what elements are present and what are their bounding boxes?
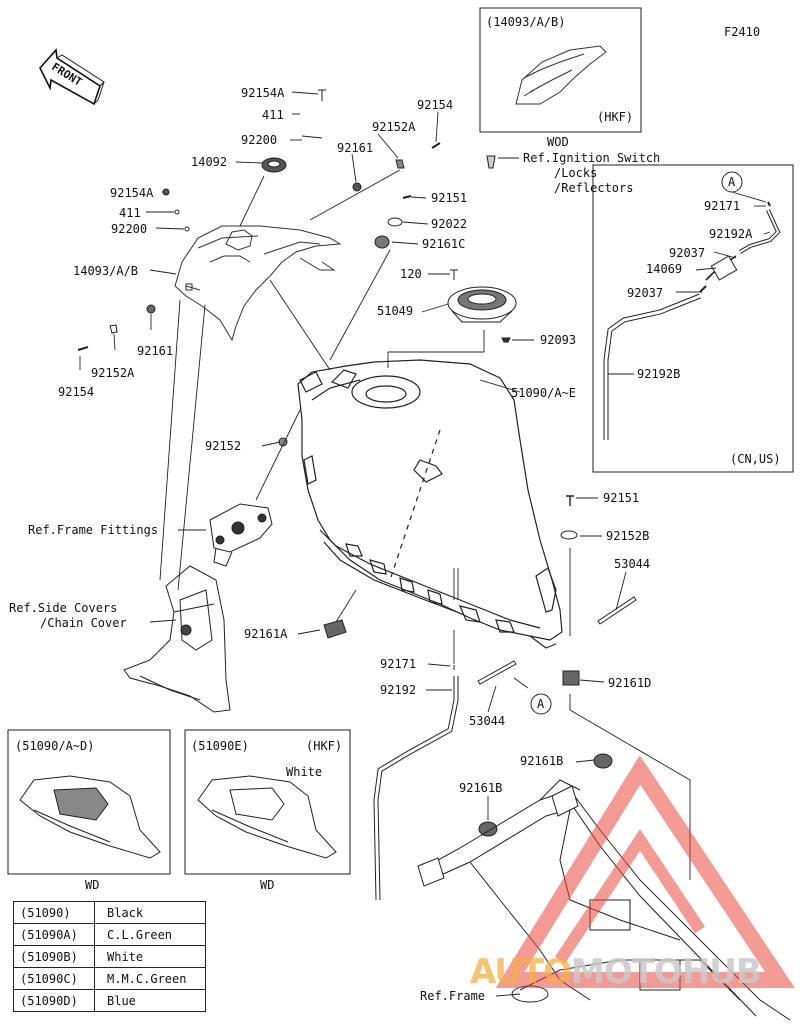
watermark-logo xyxy=(495,755,795,988)
fuel-tank-drawing xyxy=(297,359,563,649)
callout-92192a: 92192A xyxy=(709,227,753,241)
inset-cn-region: (CN,US) xyxy=(730,452,781,466)
marker-a-box-label: A xyxy=(728,175,736,189)
callout-92151-top: 92151 xyxy=(431,191,468,205)
callout-92171-mid: 92171 xyxy=(380,657,417,671)
color-row: (51090)Black xyxy=(13,901,206,924)
marker-a-circle xyxy=(530,693,552,715)
watermark-part-3: HUB xyxy=(681,952,762,992)
callout-92022: 92022 xyxy=(431,217,468,231)
breather-hose-drawing xyxy=(603,171,781,440)
color-code: (51090D) xyxy=(13,989,95,1012)
drain-hose-drawing xyxy=(373,676,459,901)
color-row: (51090B)White xyxy=(13,945,206,968)
color-name: C.L.Green xyxy=(94,923,206,946)
callout-92161d: 92161D xyxy=(608,676,652,690)
callout-92154-top: 92154 xyxy=(417,98,454,112)
callout-92152a-top: 92152A xyxy=(372,120,416,134)
color-table: (51090)Black (51090A)C.L.Green (51090B)W… xyxy=(13,901,206,1012)
callout-92200-left: 92200 xyxy=(111,222,148,236)
marker-a-mid-label: A xyxy=(537,697,545,711)
ref-locks: /Locks xyxy=(554,166,598,180)
fastener-drawings xyxy=(77,89,637,837)
callout-92152: 92152 xyxy=(205,439,242,453)
ref-frame-fittings: Ref.Frame Fittings xyxy=(28,523,159,537)
callout-14092: 14092 xyxy=(191,155,228,169)
callout-92152b: 92152B xyxy=(606,529,650,543)
tank-wd-drawing-left xyxy=(19,775,161,859)
inset-51090e-box xyxy=(184,729,351,875)
callout-92093: 92093 xyxy=(540,333,577,347)
callout-51090: 51090/A~E xyxy=(511,386,577,400)
callout-411-left: 411 xyxy=(119,206,141,220)
frame-fittings-drawing xyxy=(209,503,273,567)
ref-ignition-switch: Ref.Ignition Switch xyxy=(523,151,661,165)
inset-right-title: (51090E) xyxy=(191,739,249,753)
inset-51090-ad-box xyxy=(7,729,171,875)
tank-wd-drawing-right xyxy=(197,775,337,859)
color-name: M.M.C.Green xyxy=(94,967,206,990)
callout-92200-top: 92200 xyxy=(241,133,278,147)
inset-left-caption: WD xyxy=(85,878,100,892)
color-code: (51090B) xyxy=(13,945,95,968)
front-arrow-icon xyxy=(39,48,105,106)
inset-hkf-cover-box xyxy=(479,7,642,133)
inset-right-region: (HKF) xyxy=(306,739,343,753)
callout-411-top: 411 xyxy=(262,108,284,122)
callout-92161b-mid: 92161B xyxy=(459,781,503,795)
figure-code: F2410 xyxy=(724,25,761,39)
watermark-part-2: MOTO xyxy=(570,952,683,992)
callout-14069: 14069 xyxy=(646,262,683,276)
leader-lines xyxy=(79,91,771,997)
ref-frame: Ref.Frame xyxy=(420,989,486,1003)
callout-92152a-left: 92152A xyxy=(91,366,135,380)
callout-92192b: 92192B xyxy=(637,367,681,381)
upper-cover-drawing xyxy=(174,225,342,342)
color-name: Black xyxy=(94,901,206,924)
callout-92154-left: 92154 xyxy=(58,385,95,399)
inset-top-title: (14093/A/B) xyxy=(486,15,566,29)
watermark-part-1: AUTO xyxy=(470,952,572,992)
cover-hkf-drawing xyxy=(515,45,607,105)
color-row: (51090C)M.M.C.Green xyxy=(13,967,206,990)
color-code: (51090) xyxy=(13,901,95,924)
color-name: Blue xyxy=(94,989,206,1012)
callout-14093: 14093/A/B xyxy=(73,264,139,278)
watermark-text: AUTOMOTOHUB xyxy=(470,952,762,992)
inset-cn-us-box xyxy=(592,164,794,473)
color-code: (51090A) xyxy=(13,923,95,946)
inset-right-caption: WD xyxy=(260,878,275,892)
callout-92037-b: 92037 xyxy=(627,286,664,300)
ref-chain-cover: /Chain Cover xyxy=(40,616,127,630)
inset-right-note: White xyxy=(286,765,323,779)
inset-left-title: (51090/A~D) xyxy=(15,739,95,753)
color-code: (51090C) xyxy=(13,967,95,990)
color-name: White xyxy=(94,945,206,968)
callout-53044-right: 53044 xyxy=(614,557,651,571)
callout-92161a: 92161A xyxy=(244,627,288,641)
callout-53044-mid: 53044 xyxy=(469,714,506,728)
color-row: (51090D)Blue xyxy=(13,989,206,1012)
callout-92154a-top: 92154A xyxy=(241,86,285,100)
callout-92161b-right: 92161B xyxy=(520,754,564,768)
callout-92151-right: 92151 xyxy=(603,491,640,505)
ref-side-covers: Ref.Side Covers xyxy=(9,601,118,615)
callout-92154a-left: 92154A xyxy=(110,186,154,200)
callout-92161c: 92161C xyxy=(422,237,466,251)
callout-120: 120 xyxy=(400,267,422,281)
callout-92037-a: 92037 xyxy=(669,246,706,260)
fuel-cap-drawing xyxy=(447,286,517,323)
callout-92192: 92192 xyxy=(380,683,417,697)
inset-top-caption: WOD xyxy=(547,135,569,149)
ref-reflectors: /Reflectors xyxy=(554,181,634,195)
callout-92171-box: 92171 xyxy=(704,199,741,213)
color-row: (51090A)C.L.Green xyxy=(13,923,206,946)
callout-51049: 51049 xyxy=(377,304,414,318)
callout-92161-left: 92161 xyxy=(137,344,174,358)
inset-top-region: (HKF) xyxy=(597,110,634,124)
callout-92161-top: 92161 xyxy=(337,141,374,155)
side-cover-drawing xyxy=(123,565,231,713)
